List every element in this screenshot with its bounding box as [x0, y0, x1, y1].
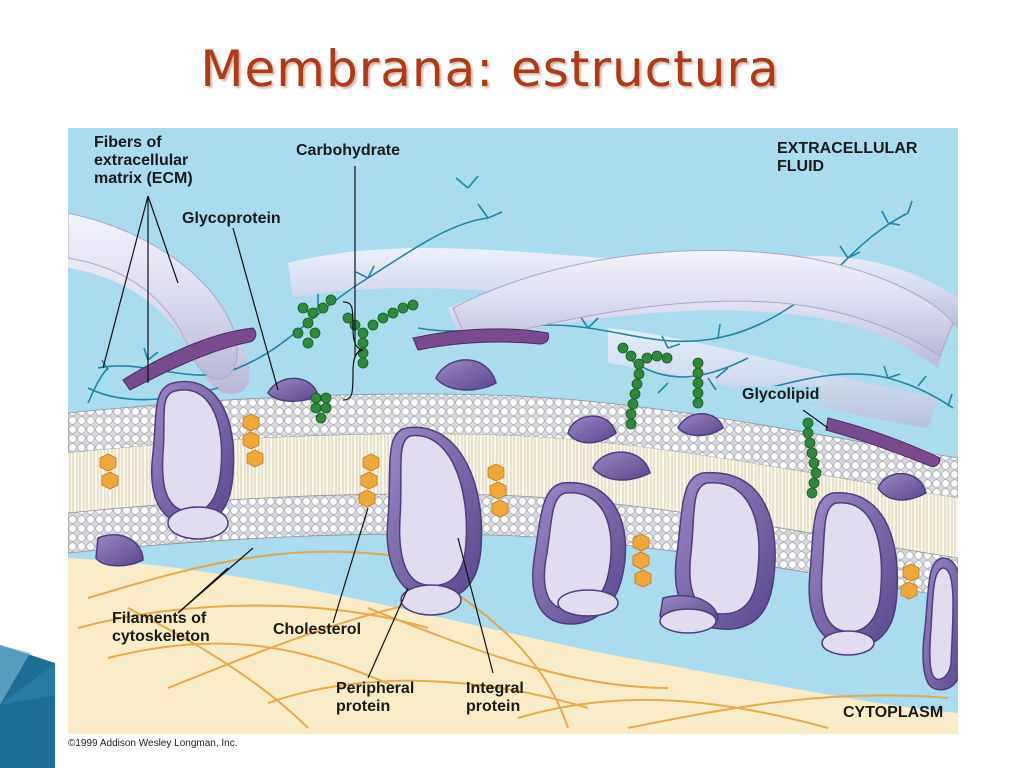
label-extracellular-fluid: EXTRACELLULAR FLUID: [777, 140, 918, 175]
label-glycolipid: Glycolipid: [740, 386, 822, 404]
label-peripheral-protein: Peripheral protein: [336, 680, 415, 715]
corner-accent: [0, 645, 55, 768]
label-integral-protein: Integral protein: [466, 680, 524, 715]
cholesterol-molecules: [99, 413, 920, 600]
label-leader-lines: [102, 166, 829, 679]
membrane-diagram: [68, 128, 958, 734]
label-cholesterol: Cholesterol: [273, 621, 362, 638]
label-cytoplasm: CYTOPLASM: [843, 704, 944, 721]
lipid-tails: [68, 433, 958, 558]
peripheral-proteins: [95, 534, 719, 634]
glycolipids: [122, 327, 941, 467]
lower-leaflet: [68, 493, 958, 599]
copyright-notice: ©1999 Addison Wesley Longman, Inc.: [68, 738, 238, 749]
cytoskeleton-filaments: [77, 550, 949, 729]
label-fibers-ecm: Fibers of extracellular matrix (ECM): [94, 134, 193, 187]
membrane-figure: Fibers of extracellular matrix (ECM) Car…: [68, 128, 958, 734]
label-filaments-cytoskeleton: Filaments of cytoskeleton: [112, 610, 210, 645]
label-glycoprotein: Glycoprotein: [182, 210, 281, 227]
ecm-fibers-front: [68, 212, 954, 380]
label-carbohydrate: Carbohydrate: [296, 142, 401, 159]
integral-proteins: [151, 380, 958, 691]
slide-title: Membrana: estructura: [200, 40, 780, 98]
carbohydrate-chains: [292, 294, 822, 499]
